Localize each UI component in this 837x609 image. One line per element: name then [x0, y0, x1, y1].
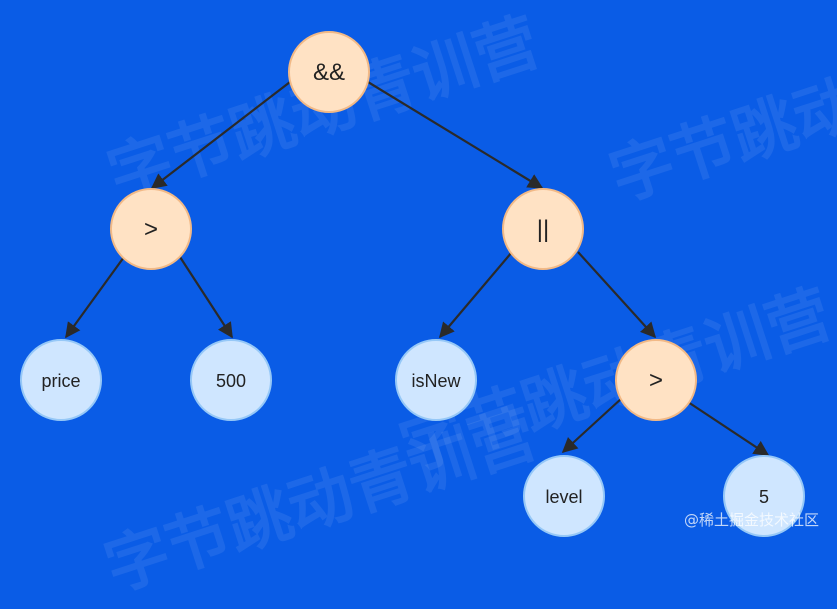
tree-edges [65, 81, 770, 456]
node-label-and: && [313, 59, 345, 86]
edge-gt1-to-price [65, 256, 125, 339]
edge-or-to-isnew [439, 251, 513, 339]
operator-node-or: || [502, 188, 584, 270]
edge-gt1-to-500 [179, 256, 233, 339]
operand-node-500: 500 [190, 339, 272, 421]
edge-or-to-gt2 [577, 251, 657, 339]
edge-gt2-to-5 [687, 401, 770, 456]
node-label-isnew: isNew [411, 371, 461, 391]
operand-node-5: 5 [723, 455, 805, 537]
operand-node-level: level [523, 455, 605, 537]
node-label-price: price [41, 371, 80, 391]
watermark-credit: @稀土掘金技术社区 [683, 511, 819, 529]
tree-diagram-canvas: 字节跳动青训营 字节跳动青训营 字节跳动青训营 字节跳动青训营 && [20, 5, 837, 607]
edge-and-to-gt1 [150, 81, 291, 189]
operator-node-greater-than-left: > [110, 188, 192, 270]
node-label-gt2: > [649, 367, 663, 394]
node-label-5: 5 [759, 487, 769, 507]
edge-gt2-to-level [561, 397, 623, 454]
operand-node-price: price [20, 339, 102, 421]
node-label-gt1: > [144, 216, 158, 243]
expression-tree: && > || price 500 isNew [20, 31, 805, 537]
operator-node-and: && [288, 31, 370, 113]
edge-and-to-or [367, 81, 544, 189]
node-label-level: level [545, 487, 582, 507]
node-label-or: || [537, 216, 549, 243]
node-label-500: 500 [216, 371, 246, 391]
operand-node-isnew: isNew [395, 339, 477, 421]
operator-node-greater-than-right: > [615, 339, 697, 421]
tree-nodes: && > || price 500 isNew [20, 31, 805, 537]
